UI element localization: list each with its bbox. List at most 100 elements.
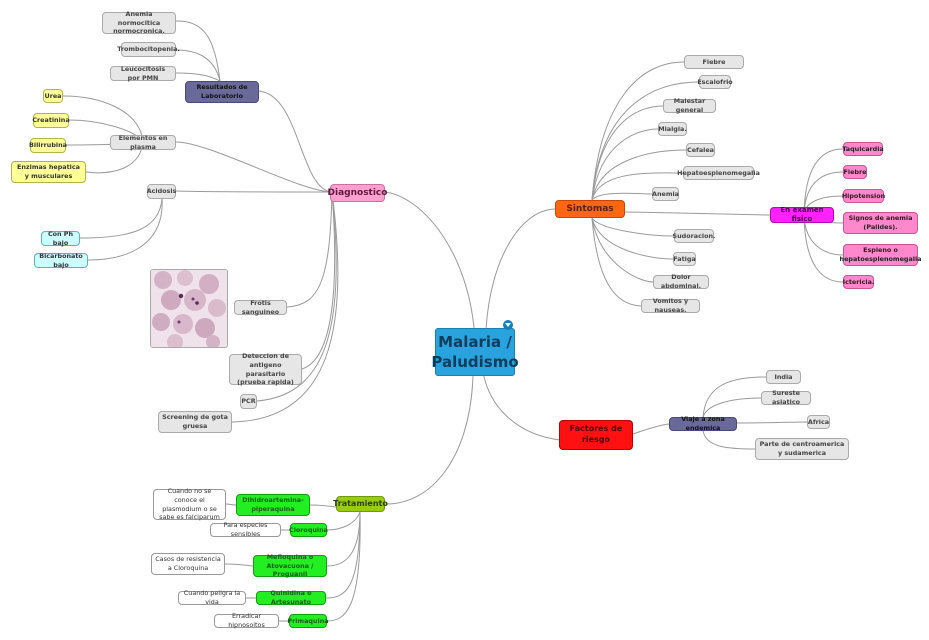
examen-item-label: Espleno o hepatoesplenomegalia: [839, 246, 922, 263]
drug-label: Quinidina o Artesunato: [270, 589, 312, 606]
examen-item-signos-anemia[interactable]: Signos de anemia (Palides).: [843, 212, 918, 234]
viaje-item-india[interactable]: India: [766, 370, 801, 384]
note-mefloquina: Casos de resistencia a Cloroquina: [151, 553, 225, 575]
sintomas-label: Sintomas: [566, 203, 614, 214]
gota-label: Screening de gota gruesa: [162, 413, 228, 430]
note-label: Cuando peligra la vida: [183, 589, 241, 606]
sintoma-label: Fatiga: [673, 254, 696, 263]
acidosis-node[interactable]: Acidosis: [147, 184, 176, 199]
acidosis-item-ph[interactable]: Con Ph bajo: [41, 229, 80, 247]
drug-label: Primaquina: [287, 616, 329, 625]
lab-item-label: Anemia normocitica normocronica.: [113, 10, 165, 36]
sintoma-malestar[interactable]: Malestar general: [663, 97, 716, 114]
viaje-item-centroamerica[interactable]: Parte de centroamerica y sudamerica: [755, 438, 849, 460]
acidosis-item-label: Con Ph bajo: [47, 229, 74, 247]
sintoma-cefalea[interactable]: Cefalea: [686, 143, 715, 157]
laboratorio-node[interactable]: Resultados de Laboratorio: [185, 81, 259, 103]
central-topic-label: Malaria / Paludismo: [431, 332, 519, 371]
drug-dihidroartemina[interactable]: Dihidroartemina-piperaquina: [236, 494, 310, 516]
tratamiento-label: Tratamiento: [333, 498, 388, 508]
acidosis-label: Acidosis: [146, 187, 177, 196]
drug-cloroquina[interactable]: Cloroquina: [289, 523, 328, 537]
examen-item-label: Hipotension: [841, 191, 886, 200]
note-quinidina: Cuando peligra la vida: [178, 589, 246, 606]
examen-fisico-label: En examen fisico: [780, 205, 824, 223]
viaje-node[interactable]: Viaje a zona endemica: [669, 415, 737, 432]
sintoma-label: Cefalea: [687, 145, 714, 154]
plasma-item-enzimas[interactable]: Enzimas hepatica y musculares: [11, 161, 86, 183]
factores-label: Factores de riesgo: [569, 424, 623, 444]
viaje-label: Viaje a zona endemica: [681, 415, 725, 432]
acidosis-item-bicarbonato[interactable]: Bicarbonato bajo: [34, 251, 88, 269]
examen-item-esplenomegalia[interactable]: Espleno o hepatoesplenomegalia: [840, 244, 921, 266]
plasma-item-bilirrubina[interactable]: Bilirrubina: [29, 138, 67, 153]
sintomas-node[interactable]: Sintomas: [555, 200, 625, 218]
pcr-node[interactable]: PCR: [240, 394, 257, 409]
factores-node[interactable]: Factores de riesgo: [559, 420, 633, 450]
antigeno-label: Deteccion de antigeno parasitario (prueb…: [237, 352, 294, 387]
sintoma-fiebre[interactable]: Fiebre: [684, 55, 744, 69]
viaje-item-label: Parte de centroamerica y sudamerica: [759, 440, 845, 457]
drug-mefloquina[interactable]: Mefloquina o Atovacuona / Proguanil: [253, 553, 327, 579]
sintoma-label: Escalofrio: [697, 77, 733, 86]
gota-node[interactable]: Screening de gota gruesa: [158, 411, 232, 433]
viaje-item-label: Africa: [807, 417, 830, 426]
note-primaquina: Erradicar hipnosoitos: [214, 612, 279, 629]
drug-primaquina[interactable]: Primaquina: [287, 614, 329, 628]
sintoma-fatiga[interactable]: Fatiga: [673, 252, 696, 266]
sintoma-mialgia[interactable]: Mialgia.: [658, 122, 687, 136]
diagnostico-label: Diagnostico: [327, 187, 388, 198]
sintoma-dolor-abdominal[interactable]: Dolor abdominal.: [653, 273, 709, 290]
plasma-item-creatinina[interactable]: Creatinina: [32, 113, 70, 128]
drug-label: Dihidroartemina-piperaquina: [242, 496, 304, 513]
collapse-icon[interactable]: [503, 320, 513, 330]
central-topic[interactable]: Malaria / Paludismo: [431, 328, 519, 376]
lab-item-trombocitopenia[interactable]: Trombocitopenia.: [117, 42, 180, 57]
blood-smear-image: [150, 269, 228, 348]
lab-item-label: Trombocitopenia.: [117, 45, 180, 54]
frotis-node[interactable]: Frotis sanguineo: [234, 298, 287, 316]
diagnostico-node[interactable]: Diagnostico: [327, 184, 388, 202]
antigeno-node[interactable]: Deteccion de antigeno parasitario (prueb…: [229, 352, 302, 387]
frotis-label: Frotis sanguineo: [241, 298, 280, 316]
tratamiento-node[interactable]: Tratamiento: [333, 496, 388, 512]
sintoma-label: Mialgia.: [658, 124, 687, 133]
plasma-node[interactable]: Elementos en plasma: [110, 133, 176, 151]
plasma-label: Elementos en plasma: [118, 133, 168, 151]
examen-item-label: Taquicardia: [842, 144, 884, 153]
viaje-item-africa[interactable]: Africa: [807, 415, 830, 429]
viaje-item-label: Sureste asiatico: [771, 389, 801, 406]
lab-item-anemia[interactable]: Anemia normocitica normocronica.: [102, 10, 176, 36]
drug-quinidina[interactable]: Quinidina o Artesunato: [256, 589, 326, 606]
plasma-item-urea[interactable]: Urea: [43, 89, 63, 103]
sintoma-label: Fiebre: [702, 57, 726, 66]
sintoma-label: Vomitos y nauseas.: [652, 297, 689, 314]
plasma-item-label: Creatinina: [32, 116, 70, 125]
sintoma-anemia[interactable]: Anemia: [652, 187, 679, 201]
plasma-item-label: Urea: [44, 91, 62, 100]
acidosis-item-label: Bicarbonato bajo: [39, 251, 83, 269]
drug-label: Mefloquina o Atovacuona / Proguanil: [266, 553, 314, 579]
sintoma-hepatoesplenomegalia[interactable]: Hepatoesplenomegalia: [677, 166, 760, 180]
sintoma-vomitos[interactable]: Vomitos y nauseas.: [641, 297, 700, 314]
examen-item-fiebre[interactable]: Fiebre: [843, 165, 867, 179]
sintoma-label: Anemia: [652, 189, 679, 198]
viaje-item-label: India: [774, 372, 793, 381]
sintoma-label: Hepatoesplenomegalia: [677, 168, 760, 177]
sintoma-escalofrio[interactable]: Escalofrio: [697, 75, 733, 89]
note-label: Para especies sensibles: [223, 521, 268, 538]
viaje-item-sureste[interactable]: Sureste asiatico: [761, 389, 811, 406]
plasma-item-label: Bilirrubina: [29, 141, 67, 150]
plasma-item-label: Enzimas hepatica y musculares: [17, 163, 80, 180]
examen-fisico-node[interactable]: En examen fisico: [770, 205, 834, 223]
sintoma-label: Sudoracion.: [672, 231, 716, 240]
sintoma-sudoracion[interactable]: Sudoracion.: [672, 229, 716, 243]
note-label: Cuando no se conoce el plasmodium o se s…: [159, 487, 220, 522]
note-label: Casos de resistencia a Cloroquina: [155, 555, 221, 572]
lab-item-leucocitosis[interactable]: Leucocitosis por PMN: [110, 65, 176, 82]
note-cloroquina: Para especies sensibles: [210, 521, 281, 538]
examen-item-hipotension[interactable]: Hipotension: [841, 189, 886, 203]
examen-item-taquicardia[interactable]: Taquicardia: [842, 142, 884, 156]
examen-item-ictericia[interactable]: Ictericia.: [843, 275, 874, 289]
